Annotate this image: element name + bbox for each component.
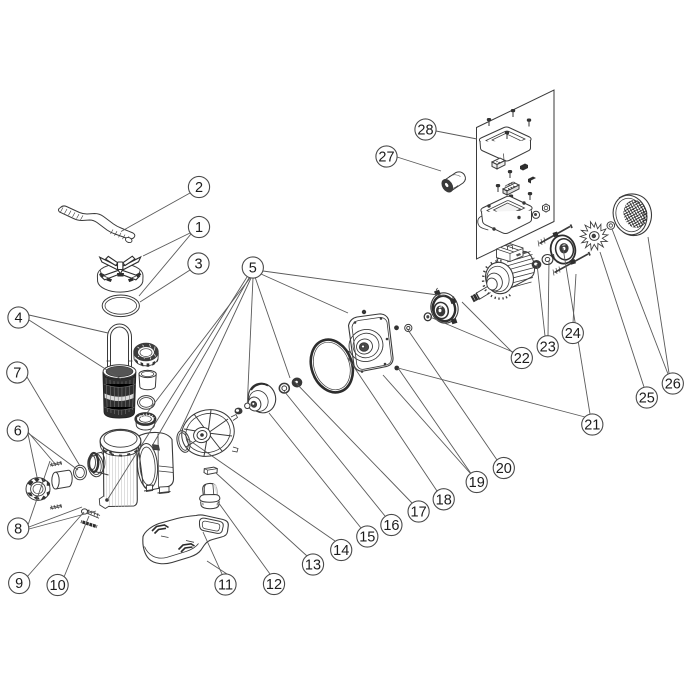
svg-text:2: 2 [195, 180, 203, 196]
svg-text:24: 24 [565, 326, 581, 342]
svg-text:22: 22 [514, 351, 530, 367]
svg-text:15: 15 [359, 530, 375, 546]
svg-text:18: 18 [436, 493, 452, 509]
svg-text:6: 6 [14, 424, 22, 440]
svg-text:16: 16 [383, 518, 399, 534]
svg-text:8: 8 [14, 522, 22, 538]
svg-text:5: 5 [249, 261, 257, 277]
svg-text:10: 10 [50, 578, 66, 594]
svg-text:13: 13 [305, 558, 321, 574]
svg-text:9: 9 [15, 576, 23, 592]
svg-text:25: 25 [639, 391, 655, 407]
svg-text:12: 12 [266, 577, 282, 593]
svg-text:19: 19 [469, 475, 485, 491]
svg-text:27: 27 [378, 150, 394, 166]
svg-text:17: 17 [411, 505, 427, 521]
svg-text:28: 28 [417, 123, 433, 139]
svg-text:20: 20 [496, 461, 512, 477]
svg-text:14: 14 [333, 543, 349, 559]
svg-text:4: 4 [14, 311, 22, 327]
svg-text:21: 21 [584, 418, 600, 434]
svg-text:7: 7 [13, 366, 21, 382]
svg-text:11: 11 [218, 578, 233, 594]
svg-text:3: 3 [194, 257, 202, 273]
svg-text:1: 1 [195, 220, 203, 236]
svg-text:23: 23 [540, 340, 556, 356]
svg-text:26: 26 [665, 377, 681, 393]
